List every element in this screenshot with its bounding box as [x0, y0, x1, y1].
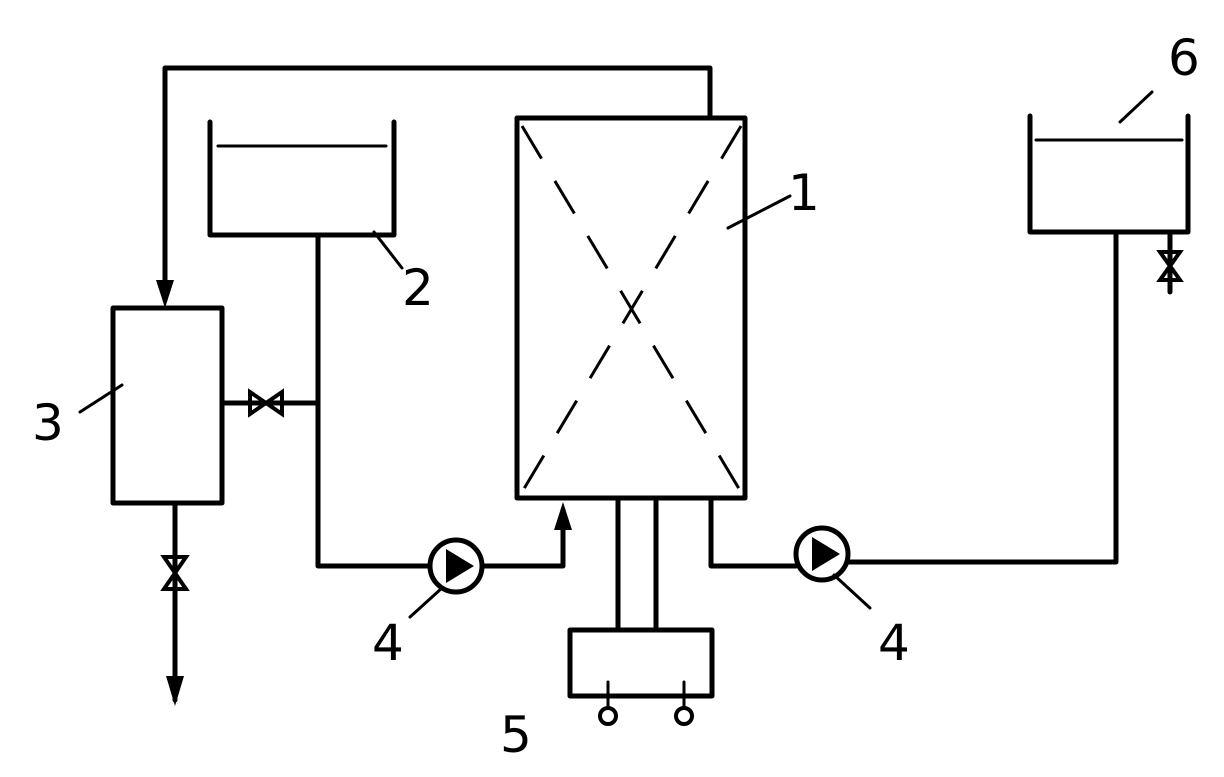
- tank-left-label: 2: [402, 259, 434, 317]
- reactor-inlet-line: [479, 507, 566, 569]
- tank-valve-icon: [1156, 250, 1184, 282]
- drain-arrow-icon: [166, 676, 184, 706]
- control-unit-5: 5: [500, 627, 715, 764]
- feed-line-left: [315, 232, 433, 569]
- reactor-stand: [615, 497, 659, 633]
- vessel-3: 3: [32, 305, 225, 506]
- valve-icon: [248, 388, 284, 418]
- pump-left: 4: [372, 537, 485, 672]
- return-line-right: [845, 229, 1119, 565]
- terminal-icon: [674, 706, 694, 726]
- reactor-label: 1: [788, 164, 820, 222]
- recycle-line: [156, 65, 713, 308]
- tank-6: 6: [1027, 29, 1200, 295]
- vessel-label: 3: [32, 394, 64, 452]
- drain-valve-icon: [160, 555, 190, 591]
- pump-icon: [812, 537, 840, 571]
- reactor-outlet-line: [708, 497, 799, 569]
- drain-line: [160, 502, 190, 706]
- recycle-arrow-icon: [156, 280, 174, 308]
- tank-2: 2: [207, 119, 434, 317]
- pump-right-label: 4: [878, 614, 910, 672]
- pump-icon: [446, 549, 474, 583]
- tank-right-label: 6: [1168, 29, 1200, 87]
- pump-left-label: 4: [372, 614, 404, 672]
- control-unit-label: 5: [500, 706, 532, 764]
- pump-right: 4: [793, 525, 910, 672]
- inlet-arrow-icon: [554, 502, 572, 530]
- reactor-1: 1: [514, 115, 820, 501]
- terminal-icon: [598, 706, 618, 726]
